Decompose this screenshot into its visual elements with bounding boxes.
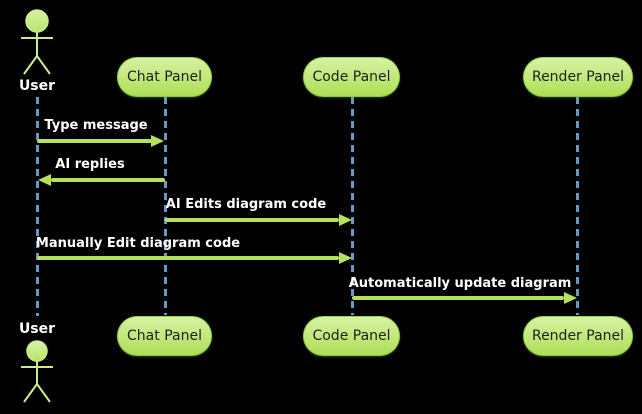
arrowhead-right-icon (339, 252, 352, 264)
participant-label: Render Panel (531, 328, 625, 344)
message-arrow-manual-edit (37, 256, 339, 260)
message-label-auto-update: Automatically update diagram (348, 276, 572, 291)
lifeline-chat-panel (163, 97, 167, 315)
message-arrow-type-message (37, 139, 153, 143)
participant-label: Code Panel (312, 69, 391, 85)
message-arrow-auto-update (352, 296, 564, 300)
user-actor-icon (21, 9, 53, 75)
participant-render-panel-top: Render Panel (523, 57, 633, 97)
lifeline-render-panel (575, 97, 579, 315)
user-actor-icon (21, 340, 53, 403)
lifeline-user (35, 97, 39, 316)
participant-label: Code Panel (312, 328, 391, 344)
message-label-ai-replies: AI replies (55, 157, 125, 172)
arrowhead-right-icon (151, 135, 164, 147)
participant-label: Chat Panel (127, 328, 202, 344)
message-label-type-message: Type message (44, 118, 148, 133)
participant-chat-panel-top: Chat Panel (117, 57, 212, 97)
message-arrow-ai-edits-code (165, 218, 339, 222)
actor-label-user-bottom: User (18, 321, 56, 337)
participant-code-panel-top: Code Panel (303, 57, 400, 97)
participant-label: Render Panel (531, 69, 625, 85)
message-arrow-ai-replies (51, 178, 165, 182)
arrowhead-left-icon (38, 174, 51, 186)
participant-chat-panel-bottom: Chat Panel (117, 316, 212, 356)
participant-render-panel-bottom: Render Panel (523, 316, 633, 356)
participant-code-panel-bottom: Code Panel (303, 316, 400, 356)
lifeline-code-panel (350, 97, 354, 315)
participant-label: Chat Panel (127, 69, 202, 85)
actor-label-user-top: User (18, 78, 56, 94)
arrowhead-right-icon (339, 214, 352, 226)
arrowhead-right-icon (564, 292, 577, 304)
message-label-manual-edit: Manually Edit diagram code (35, 236, 241, 251)
message-label-ai-edits-code: AI Edits diagram code (165, 197, 327, 212)
